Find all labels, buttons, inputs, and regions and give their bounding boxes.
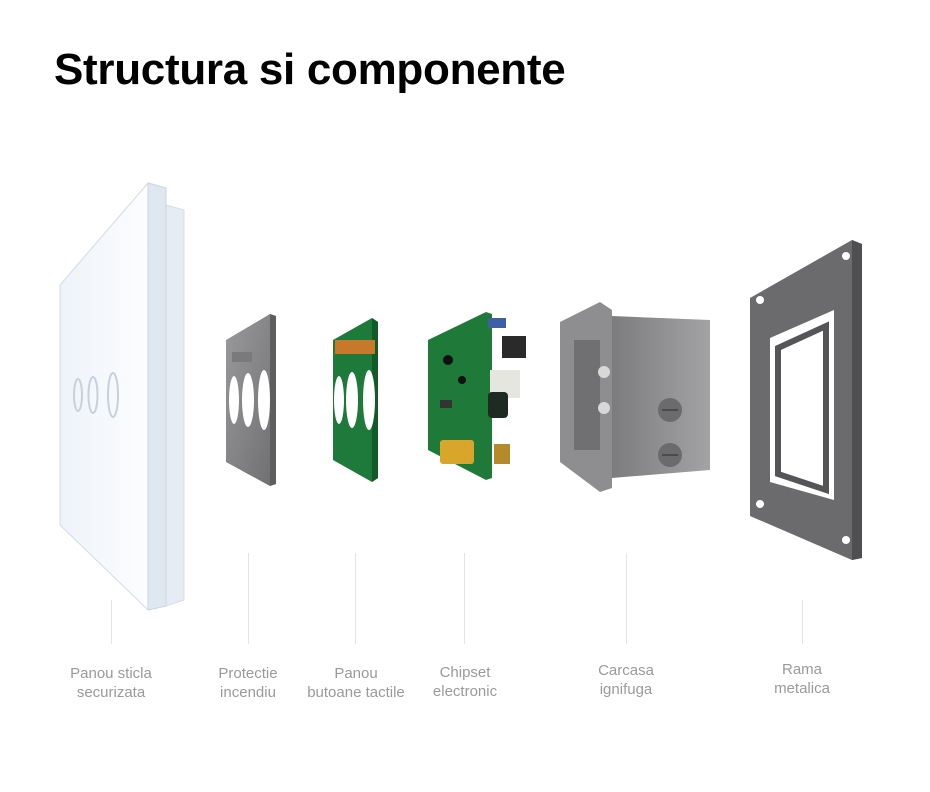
leader-line-touch [355,553,356,644]
leader-line-housing [626,553,627,644]
label-fire-protection: Protectie incendiu [218,665,278,701]
glass-panel-illustration [59,182,185,611]
label-glass-panel: Panou sticla securizata [70,665,152,701]
leader-line-frame [802,600,803,644]
page-title: Structura si componente [54,45,566,94]
fire-protection-illustration [226,314,276,486]
label-touch-panel: Panou butoane tactile [307,665,405,701]
label-frame: Rama metalica [774,661,830,697]
label-chipset: Chipset electronic [432,664,498,700]
leader-line-protection [248,553,249,644]
touch-panel-illustration [333,318,378,482]
label-housing: Carcasa ignifuga [598,662,654,698]
frame-illustration [750,240,862,560]
chipset-illustration [428,312,526,480]
leader-line-chipset [464,553,465,644]
leader-line-glass [111,600,112,644]
housing-illustration [560,302,710,492]
